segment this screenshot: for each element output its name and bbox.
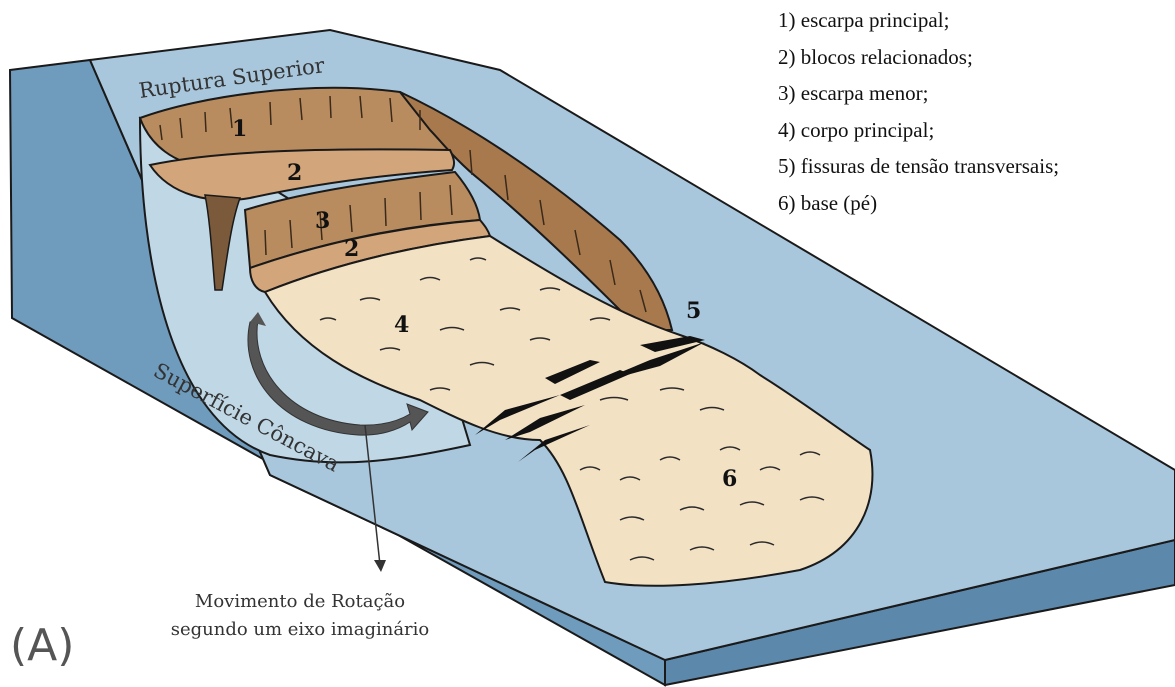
legend: 1) escarpa principal; 2) blocos relacion…	[778, 2, 1059, 221]
label-3: 3	[315, 208, 330, 234]
legend-item: 6) base (pé)	[778, 185, 1059, 222]
legend-item: 5) fissuras de tensão transversais;	[778, 148, 1059, 185]
legend-item: 4) corpo principal;	[778, 112, 1059, 149]
rotation-caption: Movimento de Rotação segundo um eixo ima…	[140, 588, 460, 644]
legend-item: 1) escarpa principal;	[778, 2, 1059, 39]
label-1: 1	[232, 116, 247, 142]
label-2-lower: 2	[344, 236, 359, 262]
label-2-upper: 2	[287, 160, 302, 186]
panel-label: (A)	[10, 620, 74, 671]
axis-pointer-head	[374, 560, 386, 572]
label-5: 5	[686, 298, 701, 324]
caption-line-2: segundo um eixo imaginário	[140, 616, 460, 644]
label-4: 4	[394, 312, 409, 338]
caption-line-1: Movimento de Rotação	[140, 588, 460, 616]
legend-item: 3) escarpa menor;	[778, 75, 1059, 112]
legend-item: 2) blocos relacionados;	[778, 39, 1059, 76]
label-6: 6	[722, 466, 737, 492]
